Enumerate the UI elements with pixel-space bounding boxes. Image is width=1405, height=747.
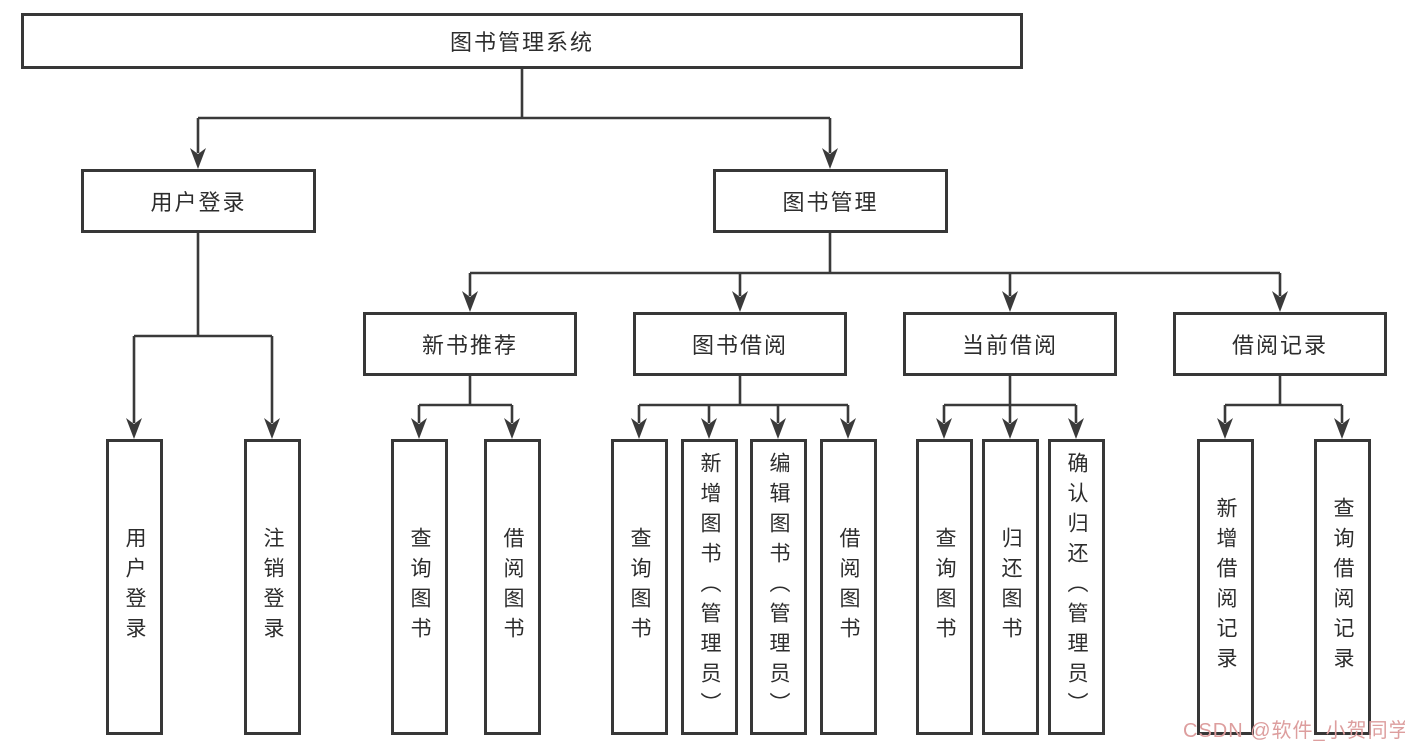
leaf-edit-books-admin: 编辑图书（管理员） <box>750 439 807 735</box>
csdn-watermark: CSDN @软件_小贺同学 <box>1183 720 1405 742</box>
leaf-query-books-borrow: 查询图书 <box>611 439 668 735</box>
leaf-borrow-books: 借阅图书 <box>820 439 877 735</box>
leaf-user-login: 用户登录 <box>106 439 163 735</box>
arrowheads <box>126 148 1350 439</box>
connector-current-borrow-split <box>942 376 1078 423</box>
node-root-system: 图书管理系统 <box>21 13 1023 69</box>
leaf-add-borrow-record: 新增借阅记录 <box>1197 439 1254 735</box>
connector-user-login-split <box>132 233 274 423</box>
node-book-management: 图书管理 <box>713 169 948 233</box>
connector-root-split <box>196 69 832 153</box>
node-book-borrow: 图书借阅 <box>633 312 847 376</box>
connector-borrow-records-split <box>1223 376 1344 423</box>
connector-book-borrow-split <box>637 376 850 423</box>
leaf-query-borrow-record: 查询借阅记录 <box>1314 439 1371 735</box>
leaf-query-books-recommend: 查询图书 <box>391 439 448 735</box>
leaf-add-books-admin: 新增图书（管理员） <box>681 439 738 735</box>
node-user-login: 用户登录 <box>81 169 316 233</box>
leaf-query-books-current: 查询图书 <box>916 439 973 735</box>
leaf-borrow-books-recommend: 借阅图书 <box>484 439 541 735</box>
connector-book-management-split <box>468 233 1282 296</box>
node-current-borrow: 当前借阅 <box>903 312 1117 376</box>
node-new-book-recommend: 新书推荐 <box>363 312 577 376</box>
leaf-confirm-return-admin: 确认归还（管理员） <box>1048 439 1105 735</box>
leaf-logout: 注销登录 <box>244 439 301 735</box>
connector-new-book-split <box>417 376 514 423</box>
leaf-return-books: 归还图书 <box>982 439 1039 735</box>
node-borrow-records: 借阅记录 <box>1173 312 1387 376</box>
